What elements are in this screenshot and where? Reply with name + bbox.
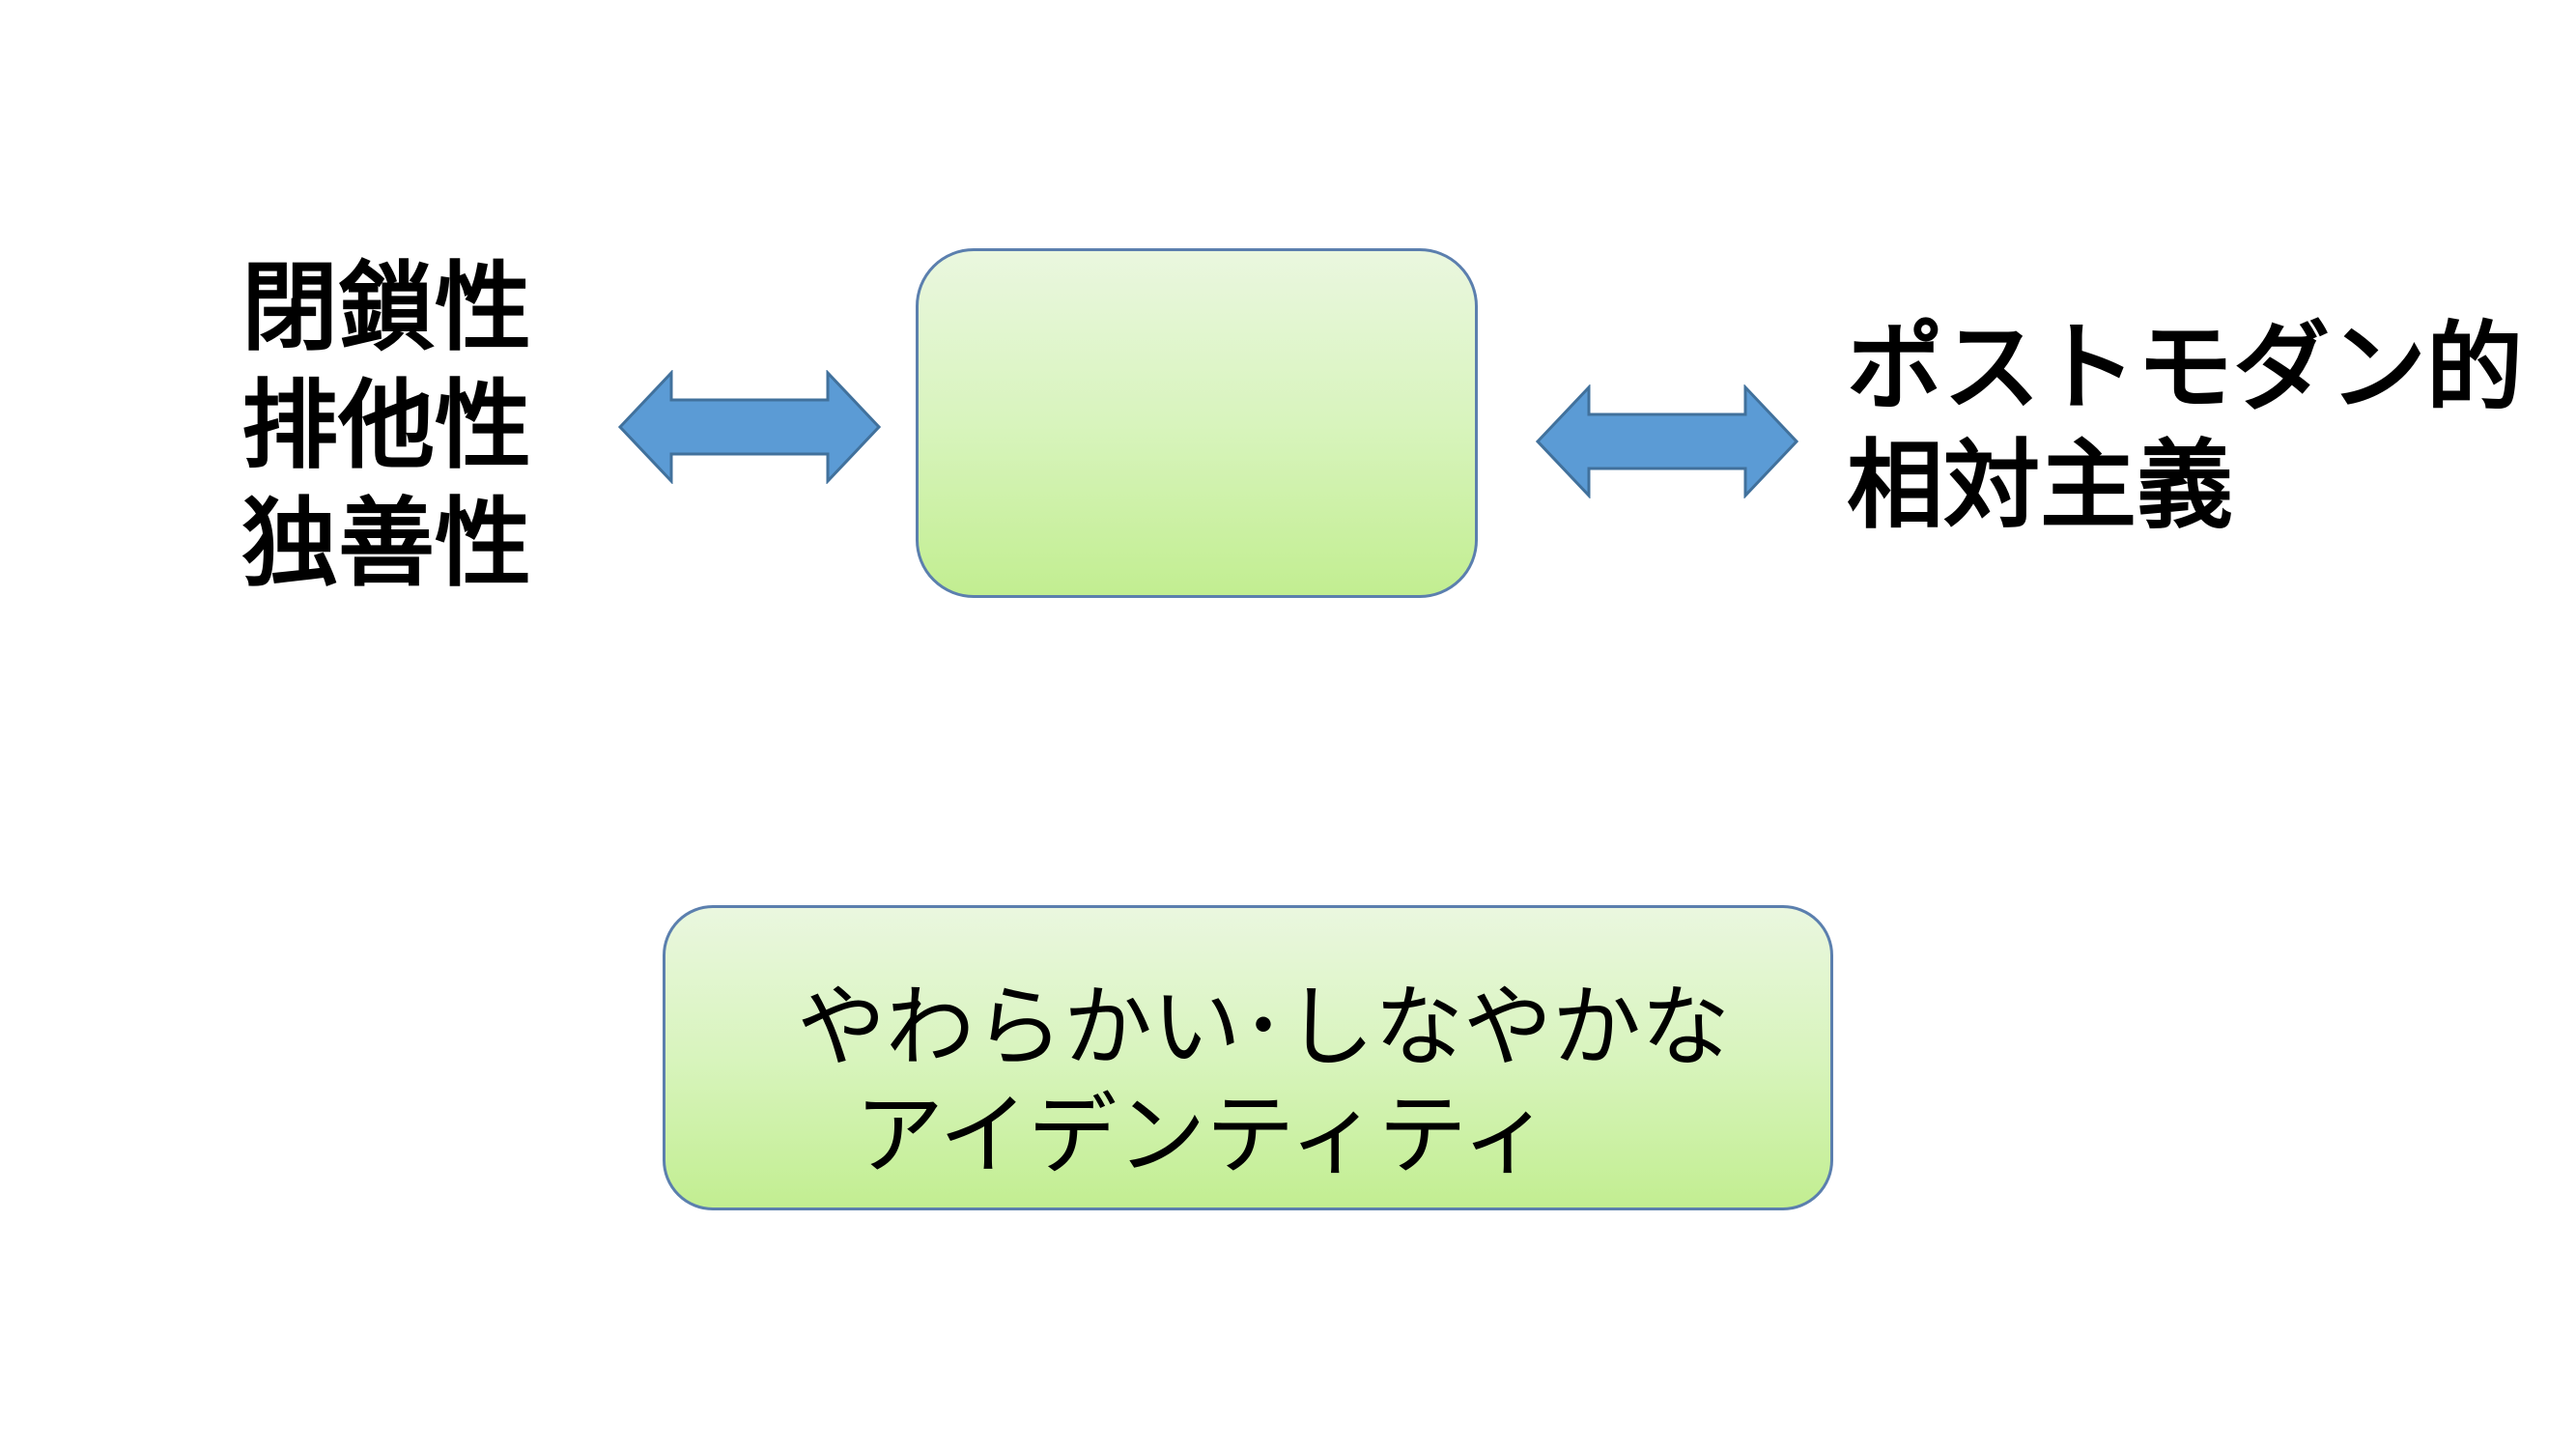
- flexible-identity-line-1: やわらかい･しなやかな: [797, 976, 1731, 1079]
- center-identity-box: [916, 248, 1478, 598]
- left-term-self-righteousness: 独善性: [241, 487, 531, 600]
- right-term-list: ポストモダン的 相対主義: [1847, 309, 2523, 545]
- right-double-arrow-icon: [1536, 384, 1798, 498]
- left-double-arrow-icon: [618, 370, 881, 484]
- right-term-postmodern: ポストモダン的: [1847, 311, 2523, 424]
- flexible-identity-box: やわらかい･しなやかな アイデンティティ: [663, 905, 1833, 1210]
- left-term-exclusivity: 排他性: [241, 369, 531, 482]
- left-term-closedness: 閉鎖性: [241, 251, 531, 364]
- flexible-identity-text: やわらかい･しなやかな アイデンティティ: [797, 974, 1730, 1190]
- flexible-identity-line-2: アイデンティティ: [855, 1084, 1551, 1188]
- left-term-list: 閉鎖性 排他性 独善性: [241, 249, 531, 603]
- right-term-relativism: 相対主義: [1847, 429, 2233, 542]
